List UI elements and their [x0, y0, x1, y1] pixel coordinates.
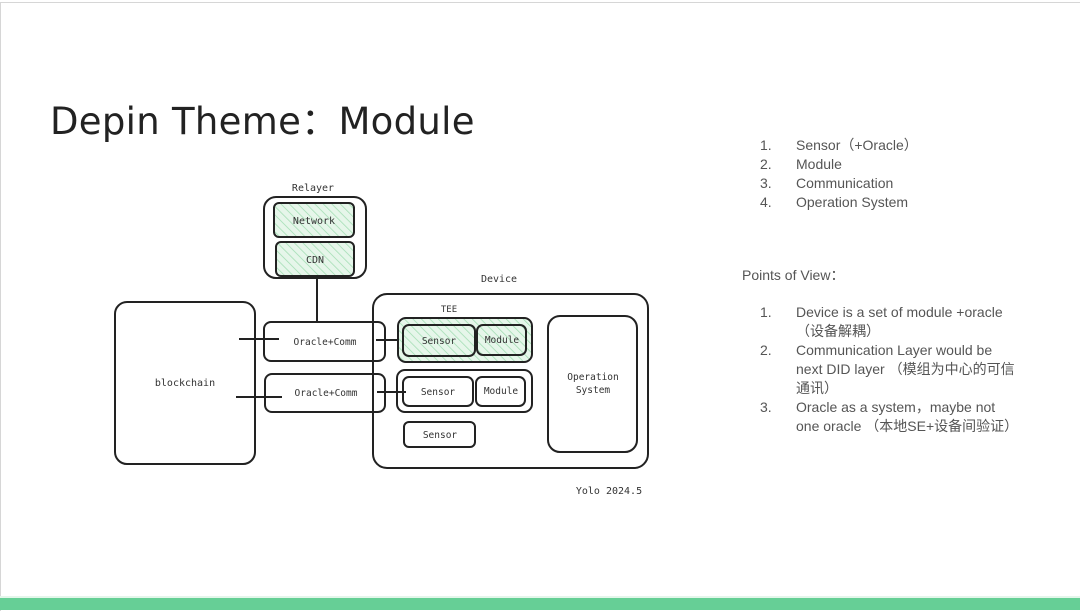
slide-title: Depin Theme：Module: [50, 99, 475, 143]
tee-module-box: [476, 324, 527, 356]
slide-top-border: [0, 2, 1080, 3]
operation-system-box: [547, 315, 638, 453]
slide-left-border: [0, 2, 1, 611]
standalone-sensor-label: Sensor: [423, 430, 458, 441]
oracle-comm-label-1: Oracle+Comm: [294, 337, 357, 348]
blockchain-label: blockchain: [155, 378, 215, 389]
oracle-comm-box-1: [263, 321, 386, 362]
blockchain-box: [114, 301, 256, 465]
list-item: 3.Communication: [760, 175, 894, 191]
network-box: [273, 202, 355, 238]
network-label: Network: [293, 216, 335, 227]
cdn-label: CDN: [306, 255, 324, 266]
components-list: 1.Sensor（+Oracle） 2.Module 3.Communicati…: [742, 136, 1042, 212]
list-item: 2.Communication Layer would be next DID …: [760, 342, 1015, 396]
standalone-sensor-box: [403, 421, 476, 448]
relayer-box: [263, 196, 367, 279]
sensor-module-group-box: [396, 369, 533, 413]
oracle-comm-label-2: Oracle+Comm: [295, 388, 358, 399]
list-item: 4.Operation System: [760, 194, 909, 210]
operation-system-label-1: Operation: [567, 372, 618, 383]
list-item: 1.Sensor（+Oracle）: [760, 137, 918, 153]
operation-system-label-2: System: [576, 385, 611, 396]
tee-label: TEE: [441, 305, 457, 315]
list-item: 3.Oracle as a system，maybe not one oracl…: [760, 399, 1019, 434]
list-item: 1.Device is a set of module +oracle（设备解耦…: [760, 304, 1003, 339]
author-signature: Yolo 2024.5: [576, 486, 642, 497]
footer-accent-bar: [0, 598, 1080, 610]
tee-sensor-label: Sensor: [422, 336, 457, 347]
relayer-label: Relayer: [292, 183, 334, 194]
group-module-label: Module: [484, 386, 519, 397]
list-item: 2.Module: [760, 156, 842, 172]
points-of-view-heading: Points of View：: [742, 267, 845, 283]
group-sensor-box: [402, 376, 474, 407]
device-box: [372, 293, 649, 469]
tee-box: [397, 317, 533, 363]
footer-accent-edge: [0, 596, 1080, 598]
tee-sensor-box: [402, 324, 476, 357]
cdn-box: [275, 241, 355, 277]
tee-module-label: Module: [485, 335, 520, 346]
device-label: Device: [481, 274, 517, 285]
group-sensor-label: Sensor: [421, 387, 456, 398]
points-of-view-list: 1.Device is a set of module +oracle（设备解耦…: [742, 303, 1032, 436]
group-module-box: [475, 376, 526, 407]
